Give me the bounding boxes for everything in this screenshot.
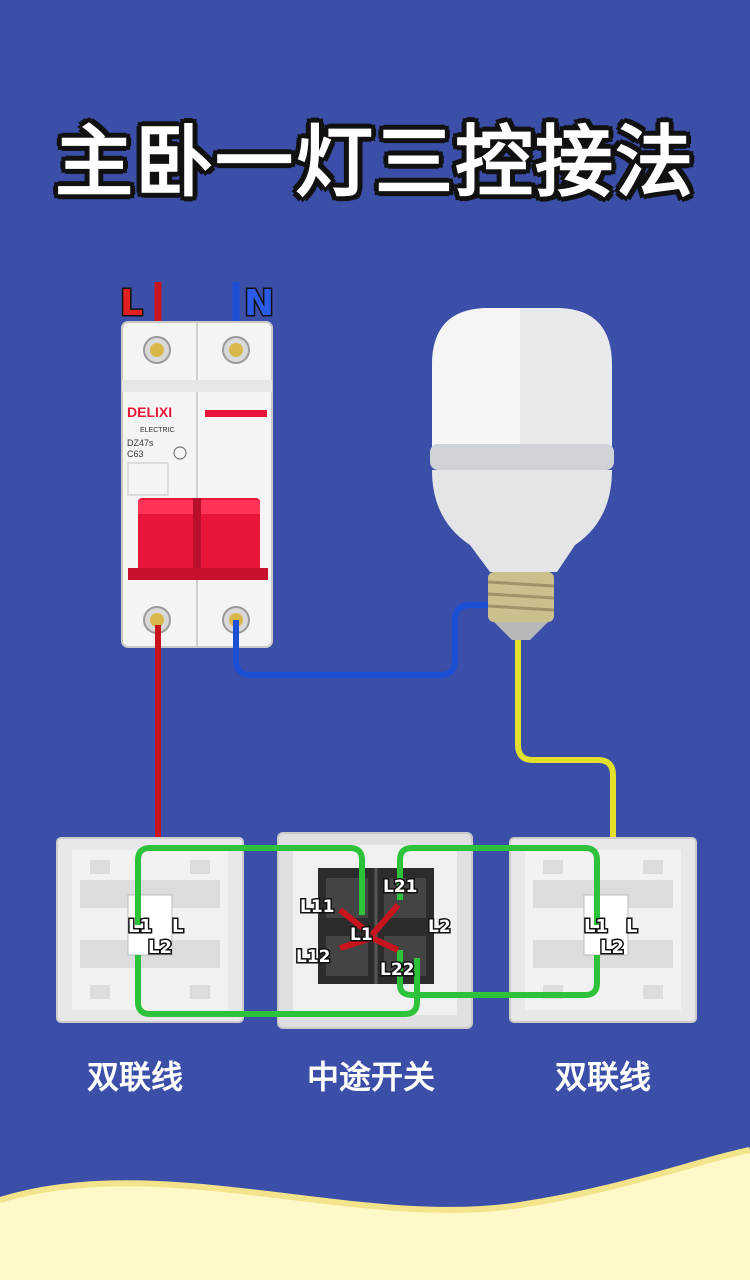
left-switch [56, 837, 244, 1023]
middle-L22-label: L22 [380, 960, 415, 980]
right-L1-label: L1 [584, 916, 608, 937]
middle-switch-caption: 中途开关 [306, 1058, 435, 1096]
middle-L1-label: L1 [350, 925, 373, 945]
middle-internal-wires [338, 903, 401, 953]
neutral-wire-to-lamp [233, 602, 500, 678]
left-L-label: L [172, 916, 183, 937]
breaker-sub: ELECTRIC [140, 427, 175, 434]
label-L-terminal: L [120, 283, 143, 324]
circuit-breaker: DELIXI ELECTRIC DZ47s C63 [121, 321, 273, 648]
left-switch-caption: 双联线 [86, 1058, 183, 1096]
middle-L21-label: L21 [383, 877, 418, 897]
bottom-wave-edge [0, 1147, 750, 1213]
right-switch [509, 837, 697, 1023]
bottom-wave [0, 1150, 750, 1280]
middle-L2-label: L2 [428, 917, 451, 937]
breaker-rating: C63 [127, 449, 144, 459]
left-L1-label: L1 [128, 916, 152, 937]
label-N-terminal: N [244, 283, 274, 324]
breaker-brand: DELIXI [127, 404, 172, 420]
right-switch-caption: 双联线 [554, 1058, 651, 1096]
right-L-label: L [626, 916, 637, 937]
page-title: 主卧一灯三控接法 [54, 118, 695, 208]
left-L2-label: L2 [148, 937, 172, 958]
breaker-model: DZ47s [127, 438, 154, 448]
middle-L12-label: L12 [296, 947, 331, 967]
middle-L11-label: L11 [300, 897, 335, 917]
right-L2-label: L2 [600, 937, 624, 958]
traveler-wires [135, 845, 600, 1017]
lamp-switched-wire [515, 640, 616, 925]
light-bulb [430, 308, 614, 640]
